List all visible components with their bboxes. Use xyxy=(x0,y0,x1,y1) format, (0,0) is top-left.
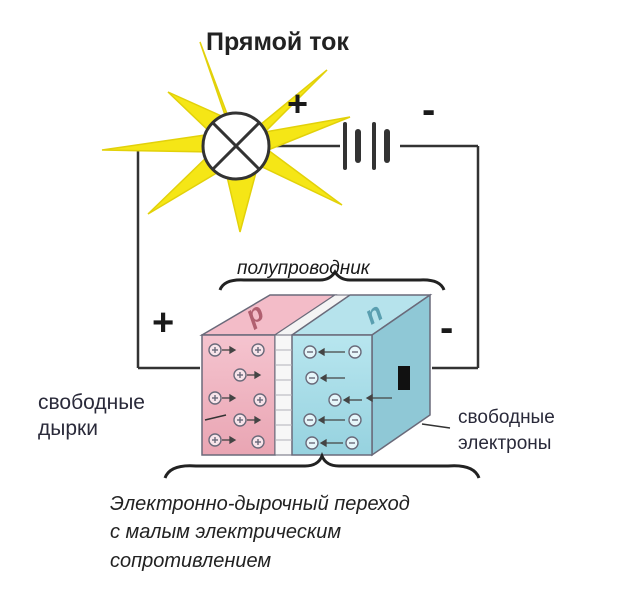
electron-carrier xyxy=(305,371,319,385)
hole-arrow xyxy=(222,345,237,355)
semiconductor-plus-sign: + xyxy=(152,302,175,344)
lamp-icon xyxy=(201,111,271,181)
hole-arrows xyxy=(222,345,262,445)
hole-carriers xyxy=(208,343,267,449)
junction-ladder xyxy=(275,349,292,441)
semiconductor-minus-sign: - xyxy=(440,306,454,350)
free-holes-label: свободные дырки xyxy=(38,390,208,443)
battery-minus-sign: - xyxy=(422,88,436,132)
electron-carrier xyxy=(348,345,362,359)
electron-arrow xyxy=(317,415,345,425)
hole-arrow xyxy=(222,435,237,445)
junction-caption-line: Электронно-дырочный переход xyxy=(110,493,410,515)
junction-caption-line: сопротивлением xyxy=(110,549,272,572)
electron-carrier xyxy=(345,436,359,450)
page-title: Прямой ток xyxy=(206,28,349,56)
electrons-pointer xyxy=(421,423,451,429)
free-holes-label-line: свободные xyxy=(38,391,145,414)
electron-carrier xyxy=(328,393,342,407)
hole-carrier xyxy=(233,368,247,382)
hole-carrier xyxy=(233,413,247,427)
hole-carrier xyxy=(208,391,222,405)
electron-carrier xyxy=(348,413,362,427)
electron-carrier xyxy=(303,345,317,359)
electron-arrow xyxy=(319,438,343,448)
free-electrons-label: свободные электроны xyxy=(458,405,628,456)
electron-carrier xyxy=(305,436,319,450)
hole-carrier xyxy=(253,393,267,407)
contact-pad xyxy=(398,366,410,390)
electron-arrow xyxy=(342,395,362,405)
hole-arrow xyxy=(222,393,237,403)
hole-carrier xyxy=(208,343,222,357)
electron-carrier xyxy=(303,413,317,427)
electron-arrow xyxy=(319,373,345,383)
junction-caption: Электронно-дырочный переход с малым элек… xyxy=(110,490,610,575)
hole-arrow xyxy=(247,370,262,380)
electron-arrow xyxy=(317,347,345,357)
free-electrons-label-line: свободные xyxy=(458,407,555,428)
semiconductor-label: полупроводник xyxy=(237,258,370,279)
electron-arrow xyxy=(365,393,392,403)
battery-plus-sign: + xyxy=(287,83,309,124)
holes-pointer xyxy=(204,414,227,421)
electron-arrows xyxy=(317,347,392,448)
hole-carrier xyxy=(251,343,265,357)
free-electrons-label-line: электроны xyxy=(458,432,552,454)
circuit-wire xyxy=(136,144,480,370)
junction-caption-line: с малым электрическим xyxy=(110,521,342,544)
hole-carrier xyxy=(208,433,222,447)
semiconductor-brace xyxy=(218,269,446,291)
junction-brace xyxy=(163,451,481,479)
electron-carriers xyxy=(303,345,362,450)
hole-carrier xyxy=(251,435,265,449)
free-holes-label-line: дырки xyxy=(38,417,98,441)
hole-arrow xyxy=(247,415,262,425)
battery-icon xyxy=(343,122,390,170)
